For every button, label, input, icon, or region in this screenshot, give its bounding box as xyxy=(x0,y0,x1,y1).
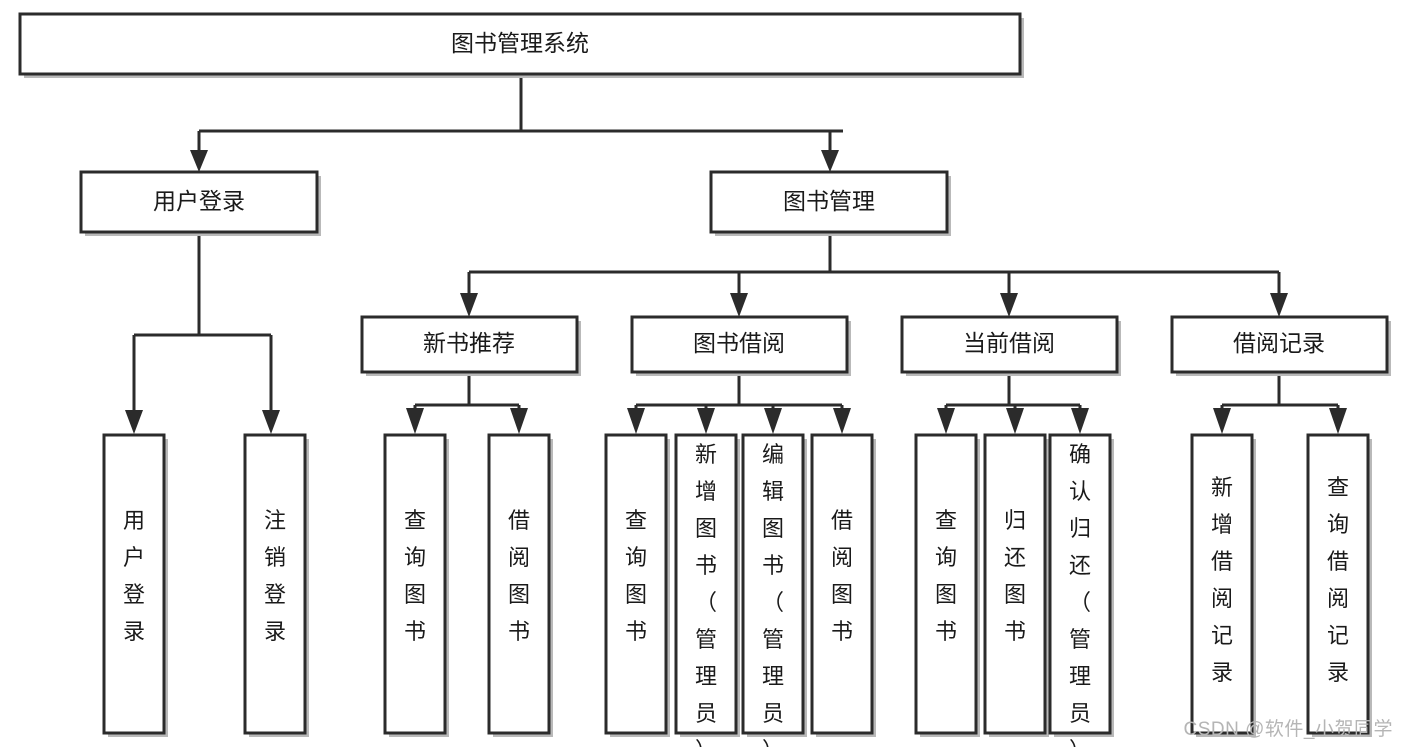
node-user-login[interactable]: 用户登录 xyxy=(79,170,321,236)
leaf-borrow-book-2-label: 借阅图书 xyxy=(831,508,853,644)
leaf-add-borrow-record-box xyxy=(1190,433,1254,735)
arrow-leaf-borrow-book-1 xyxy=(510,408,528,434)
arrow-leaf-edit-book-admin xyxy=(764,408,782,434)
leaf-query-book-2-label: 查询图书 xyxy=(625,508,647,644)
leaf-query-book-3-box xyxy=(914,433,978,735)
arrow-leaf-borrow-book-2 xyxy=(833,408,851,434)
arrow-leaf-user-login xyxy=(125,410,143,434)
arrow-leaf-logout-login xyxy=(262,410,280,434)
leaf-query-book-1-box xyxy=(383,433,447,735)
borrow-record-label: 借阅记录 xyxy=(1233,330,1325,356)
leaf-borrow-book-1-label: 借阅图书 xyxy=(508,508,530,644)
arrow-to-borrow-record xyxy=(1270,293,1288,317)
root-box xyxy=(18,12,1022,76)
book-manage-box xyxy=(709,170,949,234)
arrow-leaf-query-book-1 xyxy=(406,408,424,434)
leaf-logout-login[interactable]: 注销登录 xyxy=(243,433,309,737)
node-root[interactable]: 图书管理系统 xyxy=(18,12,1024,78)
arrow-leaf-query-book-2 xyxy=(627,408,645,434)
node-book-borrow[interactable]: 图书借阅 xyxy=(630,315,851,376)
leaf-query-book-1[interactable]: 查询图书 xyxy=(383,433,449,737)
leaf-query-borrow-record-box xyxy=(1306,433,1370,735)
current-borrow-box xyxy=(900,315,1119,374)
leaf-query-book-2-box xyxy=(604,433,668,735)
arrow-to-book-manage xyxy=(821,150,839,172)
leaf-add-borrow-record-label: 新增借阅记录 xyxy=(1211,475,1233,685)
leaf-query-book-3[interactable]: 查询图书 xyxy=(914,433,980,737)
arrow-to-new-book-recommend xyxy=(460,293,478,317)
leaf-user-login-box xyxy=(102,433,166,735)
leaf-confirm-return-admin-box xyxy=(1048,433,1112,735)
connector-group xyxy=(125,77,1347,434)
user-login-label: 用户登录 xyxy=(153,188,245,214)
arrow-leaf-add-book-admin xyxy=(697,408,715,434)
node-current-borrow[interactable]: 当前借阅 xyxy=(900,315,1121,376)
arrow-leaf-query-borrow-record xyxy=(1329,408,1347,434)
leaf-add-book-admin-label: 新增图书（管理员） xyxy=(695,442,717,747)
csdn-watermark: CSDN @软件_小贺同学 xyxy=(1183,719,1393,740)
leaf-borrow-book-2[interactable]: 借阅图书 xyxy=(810,433,876,737)
book-borrow-label: 图书借阅 xyxy=(693,330,785,356)
new-book-recommend-box xyxy=(360,315,579,374)
leaf-return-book[interactable]: 归还图书 xyxy=(983,433,1049,737)
node-borrow-record[interactable]: 借阅记录 xyxy=(1170,315,1391,376)
leaf-return-book-label: 归还图书 xyxy=(1004,508,1026,644)
leaf-borrow-book-1[interactable]: 借阅图书 xyxy=(487,433,553,737)
leaf-confirm-return-admin-label: 确认归还（管理员） xyxy=(1069,442,1091,747)
leaf-logout-login-box xyxy=(243,433,307,735)
arrow-leaf-confirm-return-admin xyxy=(1071,408,1089,434)
leaf-user-login[interactable]: 用户登录 xyxy=(102,433,168,737)
user-login-box xyxy=(79,170,319,234)
leaf-query-book-2[interactable]: 查询图书 xyxy=(604,433,670,737)
leaf-confirm-return-admin[interactable]: 确认归还（管理员） xyxy=(1048,433,1114,747)
book-borrow-box xyxy=(630,315,849,374)
leaf-edit-book-admin-label: 编辑图书（管理员） xyxy=(762,442,784,747)
arrow-leaf-add-borrow-record xyxy=(1213,408,1231,434)
new-book-recommend-label: 新书推荐 xyxy=(423,330,515,356)
leaf-query-borrow-record-label: 查询借阅记录 xyxy=(1327,475,1349,685)
leaf-query-book-3-label: 查询图书 xyxy=(935,508,957,644)
leaf-edit-book-admin[interactable]: 编辑图书（管理员） xyxy=(741,433,807,747)
leaf-query-borrow-record[interactable]: 查询借阅记录 xyxy=(1306,433,1372,737)
borrow-record-box xyxy=(1170,315,1389,374)
leaf-edit-book-admin-box xyxy=(741,433,805,735)
leaf-borrow-book-2-box xyxy=(810,433,874,735)
arrow-to-user-login xyxy=(190,150,208,172)
root-label: 图书管理系统 xyxy=(451,30,589,56)
leaf-add-book-admin-box xyxy=(674,433,738,735)
leaf-add-borrow-record[interactable]: 新增借阅记录 xyxy=(1190,433,1256,737)
arrow-to-book-borrow xyxy=(730,293,748,317)
node-new-book-recommend[interactable]: 新书推荐 xyxy=(360,315,581,376)
arrow-to-current-borrow xyxy=(1000,293,1018,317)
leaf-return-book-box xyxy=(983,433,1047,735)
leaf-logout-login-label: 注销登录 xyxy=(264,508,286,644)
leaf-query-book-1-label: 查询图书 xyxy=(404,508,426,644)
leaf-borrow-book-1-box xyxy=(487,433,551,735)
node-book-manage[interactable]: 图书管理 xyxy=(709,170,951,236)
leaf-user-login-label: 用户登录 xyxy=(123,508,145,644)
arrow-leaf-return-book xyxy=(1006,408,1024,434)
book-manage-label: 图书管理 xyxy=(783,188,875,214)
leaf-add-book-admin[interactable]: 新增图书（管理员） xyxy=(674,433,740,747)
current-borrow-label: 当前借阅 xyxy=(963,330,1055,356)
arrow-leaf-query-book-3 xyxy=(937,408,955,434)
